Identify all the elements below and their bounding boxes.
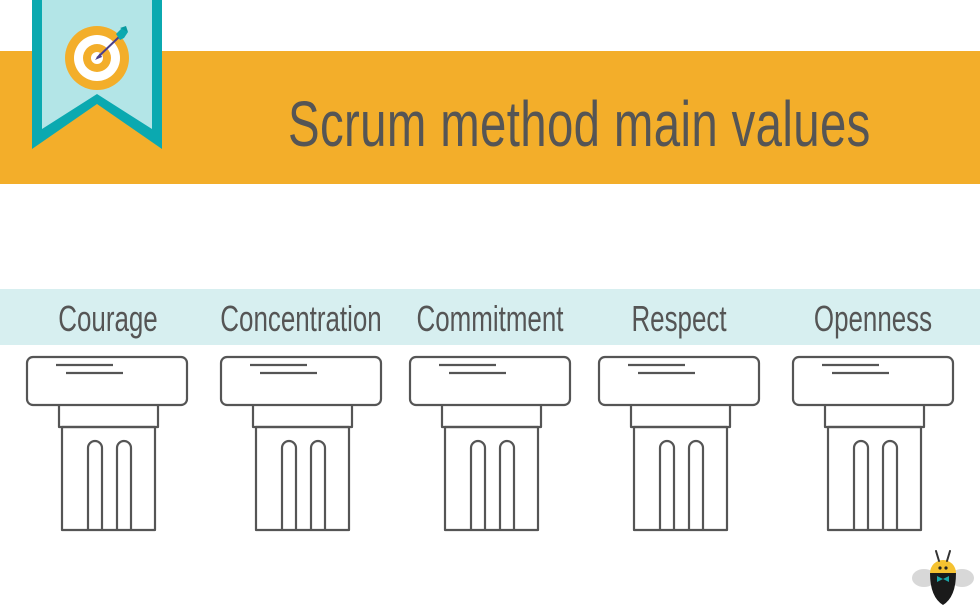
value-label-respect: Respect — [631, 298, 727, 339]
pillar-icon-courage — [25, 355, 189, 532]
pillar-icon-commitment — [408, 355, 572, 532]
pillar-icon-openness — [791, 355, 955, 532]
pillar-icon-respect — [597, 355, 761, 532]
bee-logo-icon — [912, 550, 974, 605]
pillar-icon-concentration — [219, 355, 383, 532]
value-label-courage: Courage — [58, 298, 158, 339]
page-title: Scrum method main values — [288, 88, 871, 160]
value-label-concentration: Concentration — [220, 298, 382, 339]
values-band — [0, 289, 980, 345]
header-band — [0, 51, 980, 184]
target-ribbon-icon — [32, 0, 162, 149]
value-label-commitment: Commitment — [416, 298, 564, 339]
value-label-openness: Openness — [813, 298, 933, 339]
